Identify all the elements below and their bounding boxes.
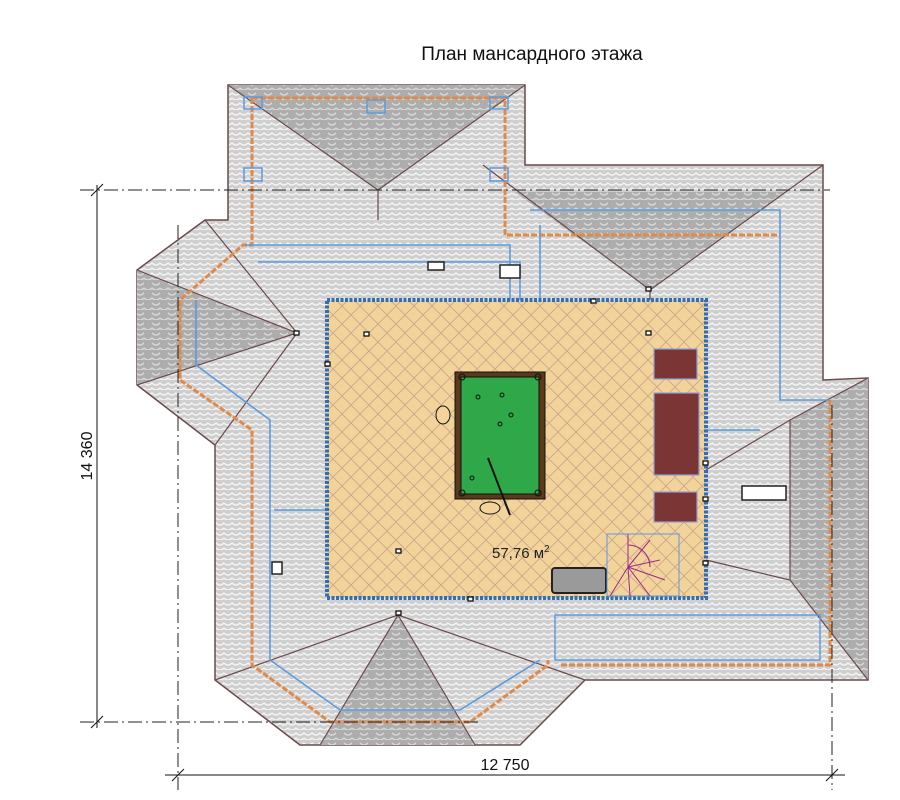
eaves-lines [178, 96, 832, 724]
chimney-icon [499, 264, 521, 279]
roof-slope-right-upper [515, 192, 785, 290]
width-label: 12 750 [481, 757, 530, 774]
tv-stand [551, 567, 607, 594]
roof-slope-top [228, 85, 525, 190]
player-icon [479, 501, 501, 515]
sofa [653, 392, 700, 476]
roof-slope-bottom [320, 615, 475, 745]
attic-room: 57,76 м2 [293, 286, 709, 616]
wall-markers [293, 286, 709, 616]
dimension-height: 14 360 [79, 183, 104, 729]
dimension-width: 12 750 [165, 757, 845, 782]
armchair [653, 348, 698, 380]
plan-title: План мансардного этажа [421, 44, 643, 65]
height-label: 14 360 [79, 431, 96, 480]
vents [271, 261, 787, 575]
room-area: 57,76 м2 [492, 544, 550, 562]
player-icon [435, 405, 451, 425]
vent-block-icon [741, 485, 787, 501]
roof-slope-left [137, 270, 297, 385]
roof-windows [243, 96, 509, 182]
axis-lines [80, 189, 833, 790]
vent-icon [427, 261, 445, 271]
billiard-table [435, 371, 546, 516]
vent-icon [271, 561, 283, 575]
sofa-set [653, 348, 700, 523]
armchair [653, 491, 698, 523]
spiral-staircase [606, 533, 680, 597]
